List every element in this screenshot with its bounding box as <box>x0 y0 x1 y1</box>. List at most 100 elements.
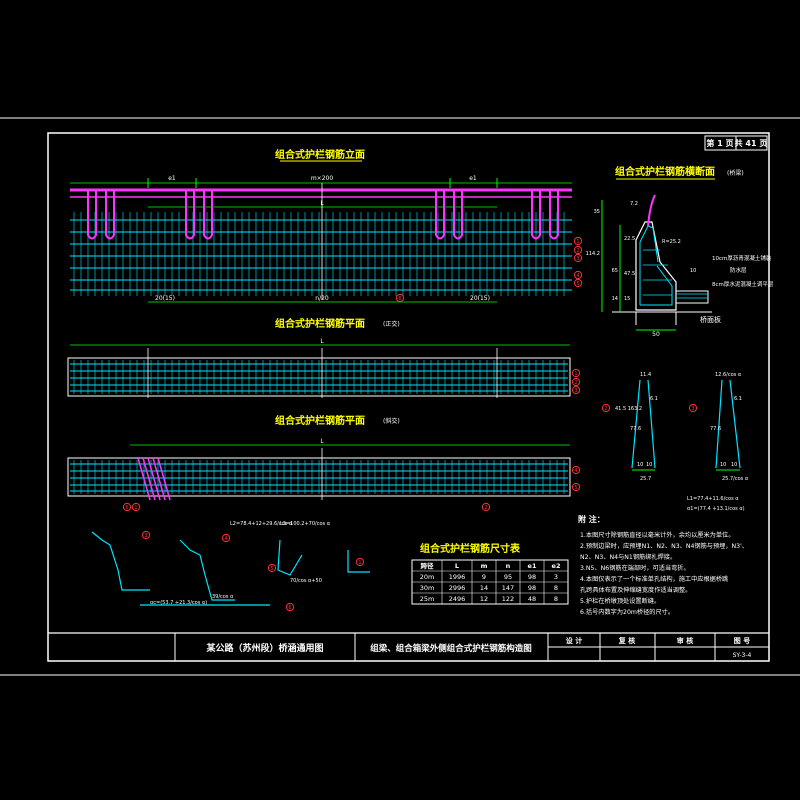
svg-text:R=25.2: R=25.2 <box>662 239 681 245</box>
svg-text:αc=(53.7 +21.3/cos α): αc=(53.7 +21.3/cos α) <box>150 600 207 606</box>
skew-outline <box>67 457 571 497</box>
svg-text:12.6/cos α: 12.6/cos α <box>715 372 742 378</box>
svg-text:m×200: m×200 <box>311 175 334 182</box>
callout-number: 2 <box>604 406 607 412</box>
svg-text:25.7/cos α: 25.7/cos α <box>722 476 749 482</box>
table-header-cell: e1 <box>528 562 537 570</box>
anchor-stirrup <box>105 190 115 240</box>
skew-end-bar <box>157 457 171 501</box>
table-cell: 98 <box>528 584 536 592</box>
table-cell: 3 <box>554 573 558 581</box>
anchor-stirrup <box>185 190 195 240</box>
svg-text:附 注：: 附 注： <box>578 514 605 524</box>
project-name: 某公路（苏州段）桥涵通用图 <box>206 642 323 654</box>
anchor-stirrup <box>203 190 213 240</box>
svg-text:50: 50 <box>652 331 660 338</box>
callout-circle <box>285 602 295 612</box>
section-title: 组合式护栏钢筋横断面 <box>615 165 715 178</box>
svg-text:L1=77.4+11.6/cos α: L1=77.4+11.6/cos α <box>687 496 739 502</box>
callout-circle <box>571 385 581 395</box>
svg-text:设 计: 设 计 <box>566 636 582 645</box>
plan-straight-rebar <box>67 348 571 398</box>
elevation-rebar-grid <box>70 183 572 300</box>
svg-text:e1: e1 <box>469 175 477 182</box>
callout-circle <box>573 270 583 280</box>
callout-circle <box>267 563 277 573</box>
svg-text:(桥梁): (桥梁) <box>727 169 744 177</box>
callout-circle <box>573 245 583 255</box>
svg-text:25.7: 25.7 <box>640 476 651 482</box>
callout-number: 2 <box>484 505 487 511</box>
bar-detail-2: 12.6/cos α 6.1 77.6 10 10 25.7/cos α L1=… <box>687 372 749 512</box>
table-cell: 30m <box>420 584 435 592</box>
skew-end-bar <box>147 457 161 501</box>
callout-circle <box>141 530 151 540</box>
callout-circle <box>601 403 611 413</box>
svg-text:2.预制边梁时，应预埋N1、N2、N3、N4钢筋与预埋，N3: 2.预制边梁时，应预埋N1、N2、N3、N4钢筋与预埋，N3'、 <box>580 542 748 550</box>
anchor-stirrup <box>531 190 541 240</box>
small-bar-shapes: L2=78.4+12+29.6/cos α L3=100.2+70/cos α … <box>91 521 370 606</box>
bar-detail-1: 11.4 6.1 77.6 10 10 25.7 41.5 163.2 <box>615 372 658 482</box>
callout-number: 4 <box>576 273 579 279</box>
table-cell: 8 <box>554 584 558 592</box>
callout-circle <box>131 502 141 512</box>
callout-circle <box>122 502 132 512</box>
table-header-cell: 跨径 <box>421 561 435 570</box>
skew-end-bar <box>137 457 151 501</box>
notes: 附 注： 1.本图尺寸除钢筋直径以毫米计外，余均以厘米为单位。 2.预制边梁时，… <box>578 514 748 616</box>
svg-text:6.1: 6.1 <box>650 396 658 402</box>
callout-circle <box>688 403 698 413</box>
page-number: 第 1 页 <box>706 138 733 148</box>
table-cell: 1996 <box>449 573 466 581</box>
svg-text:5.护栏在桥墩顶处设置断缝。: 5.护栏在桥墩顶处设置断缝。 <box>580 597 660 605</box>
callout-circle <box>355 557 365 567</box>
svg-text:10cm厚沥青混凝土铺装: 10cm厚沥青混凝土铺装 <box>712 254 772 262</box>
callout-number: 6 <box>125 505 128 511</box>
callout-number: 5 <box>574 485 577 491</box>
callout-number: 3 <box>574 388 577 394</box>
table-cell: 95 <box>504 573 512 581</box>
anchor-stirrup <box>87 190 97 240</box>
callout-number: 3 <box>576 256 579 262</box>
anchor-stirrup <box>435 190 445 240</box>
callout-number: 1 <box>576 239 579 245</box>
section-drawing: 50 35 65 114.2 14 7.2 22.5 47.5 15 R=25.… <box>586 194 774 338</box>
svg-text:6.1: 6.1 <box>734 396 742 402</box>
svg-text:桥面板: 桥面板 <box>700 315 721 324</box>
callout-circle <box>571 482 581 492</box>
svg-text:10: 10 <box>690 268 696 274</box>
table-cell: 25m <box>420 595 435 603</box>
table-cell: 48 <box>528 595 536 603</box>
svg-text:L: L <box>320 438 324 445</box>
table-cell: 14 <box>480 584 488 592</box>
callout-circle <box>571 465 581 475</box>
svg-text:114.2: 114.2 <box>586 251 600 257</box>
table-cell: 98 <box>528 573 536 581</box>
table-cell: 147 <box>502 584 514 592</box>
elevation-dimensions: e1 m×200 e1 L 20(15) n/20 20(15) <box>70 175 572 303</box>
table-cell: 2496 <box>449 595 466 603</box>
callout-circle <box>221 533 231 543</box>
svg-text:10: 10 <box>720 462 726 468</box>
svg-text:15: 15 <box>624 296 630 302</box>
svg-text:65: 65 <box>612 268 618 274</box>
plan-skew-rebar <box>67 448 571 501</box>
callout-number: 2 <box>574 380 577 386</box>
sheet-frame <box>47 132 770 662</box>
svg-text:8cm厚水泥混凝土调平层: 8cm厚水泥混凝土调平层 <box>712 280 774 288</box>
plan-straight-title: 组合式护栏钢筋平面 <box>275 317 365 330</box>
callout-number: 4 <box>224 536 227 542</box>
table-cell: 8 <box>554 595 558 603</box>
callout-number: 1 <box>358 560 361 566</box>
callout-number: 2 <box>576 248 579 254</box>
callout-circle <box>571 377 581 387</box>
callout-number: 5 <box>270 566 273 572</box>
skew-end-bar <box>152 457 166 501</box>
skew-end-bar <box>142 457 156 501</box>
table-header-cell: m <box>481 562 488 570</box>
anchor-stirrup <box>453 190 463 240</box>
callout-number: 6 <box>398 296 401 302</box>
callout-number: 6 <box>288 605 291 611</box>
